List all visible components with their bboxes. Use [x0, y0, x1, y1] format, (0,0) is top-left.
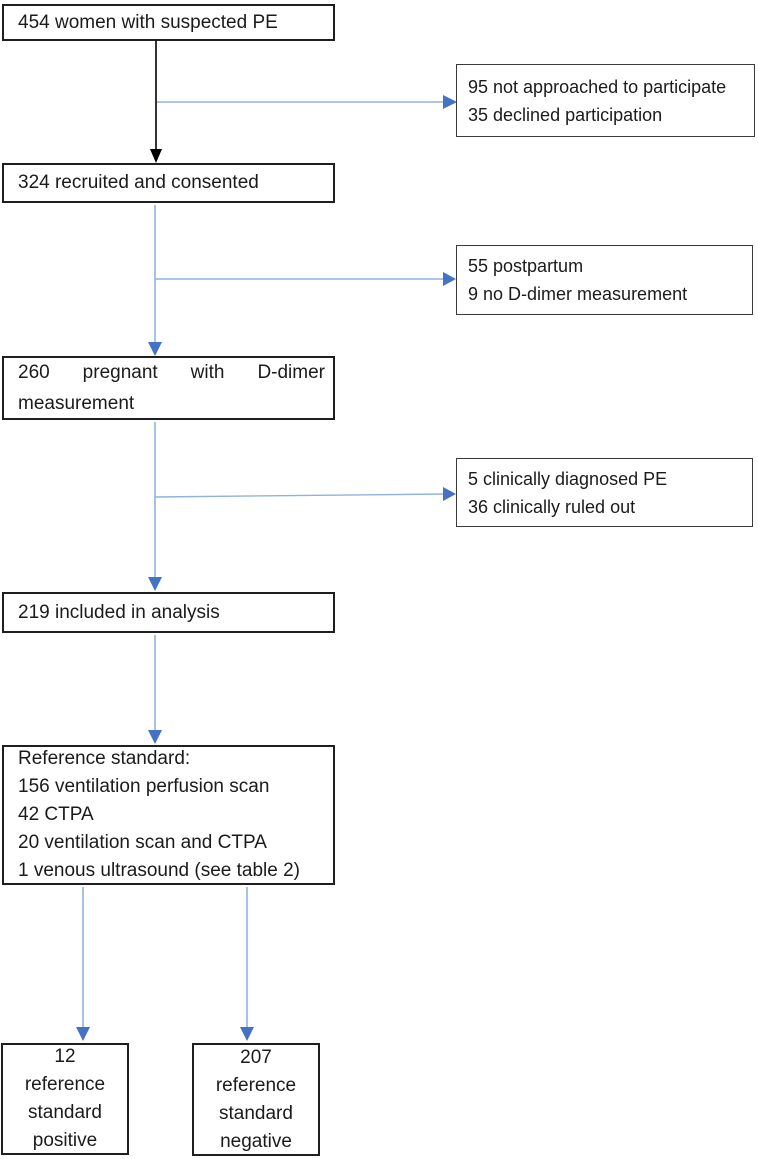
- branch-line-excluded-3: [154, 493, 445, 498]
- arrowhead-excluded-2: [443, 272, 456, 286]
- ref-positive-line: 12: [54, 1046, 76, 1067]
- box-pregnant-ddimer: 260 pregnant with D-dimer measurement: [2, 356, 335, 420]
- arrowhead-suspected-to-recruited: [150, 149, 162, 163]
- ref-negative-line: standard: [219, 1102, 293, 1124]
- excluded-3-line: 36 clinically ruled out: [468, 496, 636, 517]
- box-recruited: 324 recruited and consented: [2, 163, 335, 203]
- excluded-2-line: 9 no D-dimer measurement: [468, 284, 688, 304]
- box-reference-negative: 207 reference standard negative: [192, 1043, 320, 1156]
- box-excluded-not-approached: 95 not approached to participate 35 decl…: [456, 64, 755, 137]
- excluded-3-line: 5 clinically diagnosed PE: [468, 468, 668, 489]
- arrowhead-reference-to-negative: [240, 1027, 254, 1041]
- arrowhead-reference-to-positive: [76, 1027, 90, 1041]
- excluded-2-line: 55 postpartum: [468, 256, 584, 276]
- box-reference-positive: 12 reference standard positive: [1, 1043, 129, 1155]
- ref-negative-line: 207: [240, 1046, 272, 1068]
- box-recruited-text: 324 recruited and consented: [18, 172, 259, 193]
- box-suspected-pe-text: 454 women with suspected PE: [18, 11, 278, 33]
- excluded-1-line: 95 not approached to participate: [468, 76, 727, 97]
- arrowhead-pregnant-to-included: [148, 577, 162, 591]
- ref-negative-line: reference: [215, 1074, 297, 1096]
- excluded-1-line: 35 declined participation: [468, 104, 663, 125]
- arrowhead-recruited-to-pregnant: [148, 342, 162, 356]
- box-excluded-postpartum: 55 postpartum 9 no D-dimer measurement: [456, 245, 753, 315]
- reference-standard-line: 1 venous ultrasound (see table 2): [18, 860, 301, 881]
- reference-standard-line: 156 ventilation perfusion scan: [18, 776, 270, 797]
- box-excluded-clinical: 5 clinically diagnosed PE 36 clinically …: [456, 458, 753, 527]
- box-included: 219 included in analysis: [2, 592, 335, 633]
- box-suspected-pe: 454 women with suspected PE: [2, 4, 335, 41]
- arrowhead-excluded-3: [443, 487, 456, 501]
- reference-standard-line: Reference standard:: [18, 748, 191, 769]
- box-included-text: 219 included in analysis: [18, 601, 220, 623]
- ref-positive-line: reference: [24, 1074, 106, 1095]
- arrowhead-excluded-1: [443, 95, 457, 109]
- ref-positive-line: standard: [28, 1102, 102, 1123]
- reference-standard-line: 20 ventilation scan and CTPA: [18, 832, 267, 853]
- arrowhead-included-to-reference: [148, 730, 162, 744]
- box-pregnant-ddimer-text: 260 pregnant with D-dimer measurement: [18, 362, 325, 414]
- ref-positive-line: positive: [32, 1130, 98, 1151]
- ref-negative-line: negative: [220, 1130, 292, 1152]
- box-reference-standard: Reference standard: 156 ventilation perf…: [2, 745, 335, 885]
- reference-standard-line: 42 CTPA: [18, 804, 94, 825]
